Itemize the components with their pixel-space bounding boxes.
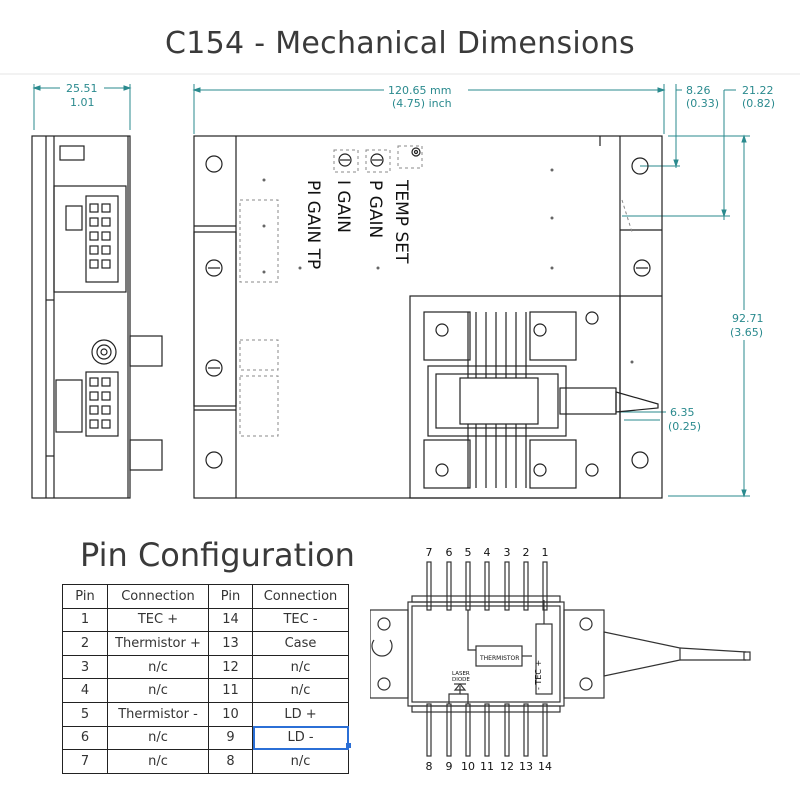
table-cell[interactable]: n/c [252,678,349,703]
table-cell[interactable]: n/c [252,749,349,774]
pin-number-3: 3 [504,546,511,559]
height-label: 92.71 [732,312,764,325]
fiber-offset-inch-label: (0.25) [668,420,701,433]
table-cell[interactable]: n/c [107,749,209,774]
table-cell[interactable]: n/c [107,654,209,680]
pin-number-13: 13 [519,760,533,773]
table-row: 3 n/c 12 n/c [62,654,349,680]
table-cell[interactable]: TEC + [107,607,209,633]
table-cell[interactable]: 11 [208,678,253,703]
length-inch-label: (4.75) inch [392,97,452,110]
table-cell[interactable]: 6 [62,725,108,751]
pin-number-8: 8 [426,760,433,773]
temp-set-label: TEMP SET [391,179,411,264]
table-cell[interactable]: 4 [62,678,108,703]
table-row: 2 Thermistor + 13 Case [62,631,349,656]
table-cell[interactable]: n/c [252,654,349,680]
pin-number-11: 11 [480,760,494,773]
offset-b-inch-label: (0.82) [742,97,775,110]
header-connection-2: Connection [252,584,349,609]
pin-number-12: 12 [500,760,514,773]
header-pin-2: Pin [208,584,253,609]
table-cell[interactable]: Thermistor + [107,631,209,656]
pi-gain-tp-label: PI GAIN TP [303,180,323,269]
table-cell[interactable]: 5 [62,701,108,727]
pin-number-14: 14 [538,760,552,773]
tec-label: - TEC + [534,660,543,690]
length-dimension [192,84,750,498]
pin-number-1: 1 [542,546,549,559]
side-width-label: 25.51 [66,82,98,95]
table-header-row: Pin Connection Pin Connection [62,584,349,609]
diode-label: DIODE [452,677,470,683]
pin-number-6: 6 [446,546,453,559]
selected-table-cell[interactable]: LD - [252,725,349,751]
side-view [31,135,163,499]
pin-number-9: 9 [446,760,453,773]
table-cell[interactable]: 12 [208,654,253,680]
offset-b-label: 21.22 [742,84,774,97]
table-cell[interactable]: 8 [208,749,253,774]
table-cell[interactable]: TEC - [252,607,349,633]
table-cell[interactable]: Case [252,631,349,656]
table-row: 5 Thermistor - 10 LD + [62,701,349,727]
fiber-offset-label: 6.35 [670,406,695,419]
table-row: 7 n/c 8 n/c [62,749,349,774]
table-row: 6 n/c 9 LD - [62,725,349,751]
cell-resize-handle[interactable] [346,743,351,748]
pin-number-4: 4 [484,546,491,559]
table-cell[interactable]: Thermistor - [107,701,209,727]
length-label: 120.65 mm [388,84,451,97]
table-row: 4 n/c 11 n/c [62,678,349,703]
pin-number-7: 7 [426,546,433,559]
table-cell[interactable]: 13 [208,631,253,656]
header-pin-1: Pin [62,584,108,609]
table-cell[interactable]: 14 [208,607,253,633]
top-view [193,135,663,499]
page-title: C154 - Mechanical Dimensions [165,26,635,61]
dashed-outlines [239,145,633,437]
height-inch-label: (3.65) [730,326,763,339]
p-gain-label: P GAIN [365,180,385,238]
table-cell[interactable]: n/c [107,678,209,703]
table-cell[interactable]: 7 [62,749,108,774]
package-diagram: THERMISTOR - TEC + LASER DIODE 7 6 5 4 3… [370,546,751,773]
pin-config-title: Pin Configuration [80,536,355,574]
pin-number-5: 5 [465,546,472,559]
offset-a-label: 8.26 [686,84,711,97]
table-cell[interactable]: 10 [208,701,253,727]
header-connection-1: Connection [107,584,209,609]
side-width-inch-label: 1.01 [70,96,95,109]
i-gain-label: I GAIN [333,180,353,233]
table-cell[interactable]: n/c [107,725,209,751]
pin-table: Pin Connection Pin Connection 1 TEC + 14… [62,584,349,774]
thermistor-label: THERMISTOR [479,655,519,662]
table-cell[interactable]: LD + [252,701,349,727]
table-cell[interactable]: 9 [208,725,253,751]
table-cell[interactable]: 3 [62,654,108,680]
laser-label: LASER [452,671,470,677]
table-cell[interactable]: 1 [62,607,108,633]
side-width-dimension [32,84,132,130]
mechanical-drawing: 25.51 1.01 [0,73,800,499]
offset-a-inch-label: (0.33) [686,97,719,110]
pin-number-2: 2 [523,546,530,559]
table-row: 1 TEC + 14 TEC - [62,607,349,633]
table-cell[interactable]: 2 [62,631,108,656]
pin-number-10: 10 [461,760,475,773]
